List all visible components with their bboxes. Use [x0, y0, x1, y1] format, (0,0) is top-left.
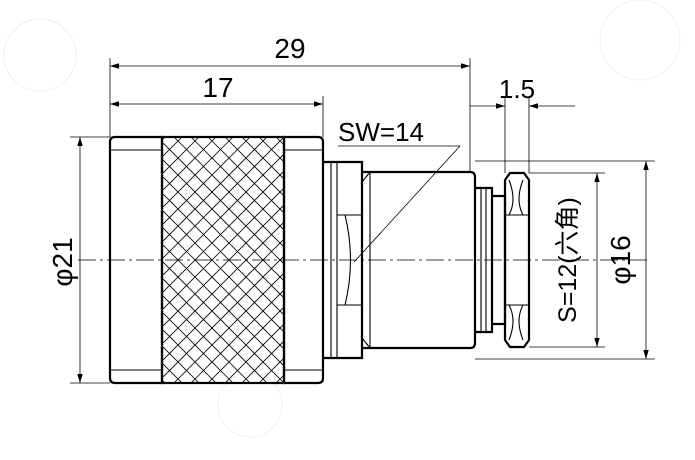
background-watermark [3, 0, 681, 438]
knurl-line [162, 137, 268, 243]
knurl-line [162, 204, 284, 328]
knurl-line [162, 328, 217, 383]
dim-hex-size: S=12(六角) [529, 172, 605, 348]
dim-overall-length-label: 29 [274, 33, 305, 64]
knurl-line [207, 306, 284, 383]
dim-body-diameter: φ21 [47, 136, 110, 384]
dim-hex-size-label: S=12(六角) [554, 197, 582, 323]
knurled-nut [160, 135, 539, 385]
dim-overall-length: 29 [109, 33, 471, 172]
knurl-line [162, 137, 251, 226]
knurl-line [207, 137, 284, 214]
knurl-line [162, 187, 284, 311]
dim-body-diameter-label: φ21 [47, 237, 78, 286]
knurl-line [173, 137, 284, 248]
nut-rear-band [282, 135, 325, 385]
knurl-line [162, 153, 284, 277]
knurl-line [190, 289, 284, 383]
hex-body [323, 160, 364, 360]
rear-hex-nut [503, 171, 531, 349]
knurl-line [162, 311, 234, 383]
cylinder-body [361, 170, 477, 350]
dim-flange-diameter-label: φ16 [605, 235, 636, 284]
dim-flange-diameter: φ16 [475, 160, 655, 360]
knurl-line [162, 137, 217, 192]
dim-wrench-size-label: SW=14 [338, 117, 424, 147]
knurl-line [190, 137, 284, 231]
knurl-line [162, 221, 284, 345]
knurl-line [162, 137, 234, 209]
knurl-line [293, 137, 539, 383]
knurl-line [162, 255, 284, 379]
knurl-line [162, 238, 284, 362]
dim-knurl-length: 17 [110, 72, 324, 137]
knurl-line [162, 260, 284, 383]
dim-wrench-size: SW=14 [338, 117, 461, 263]
knurl-line [162, 277, 268, 383]
knurl-line [293, 137, 539, 383]
dim-flange-thickness-label: 1.5 [499, 74, 535, 104]
dim-flange-thickness: 1.5 [470, 74, 575, 173]
knurl-line [224, 323, 284, 383]
dim-knurl-length-label: 17 [202, 72, 233, 103]
knurl-line [173, 272, 284, 383]
knurl-line [162, 137, 284, 260]
knurl-line [224, 137, 284, 197]
knurl-line [162, 294, 251, 383]
knurl-line [162, 170, 284, 294]
